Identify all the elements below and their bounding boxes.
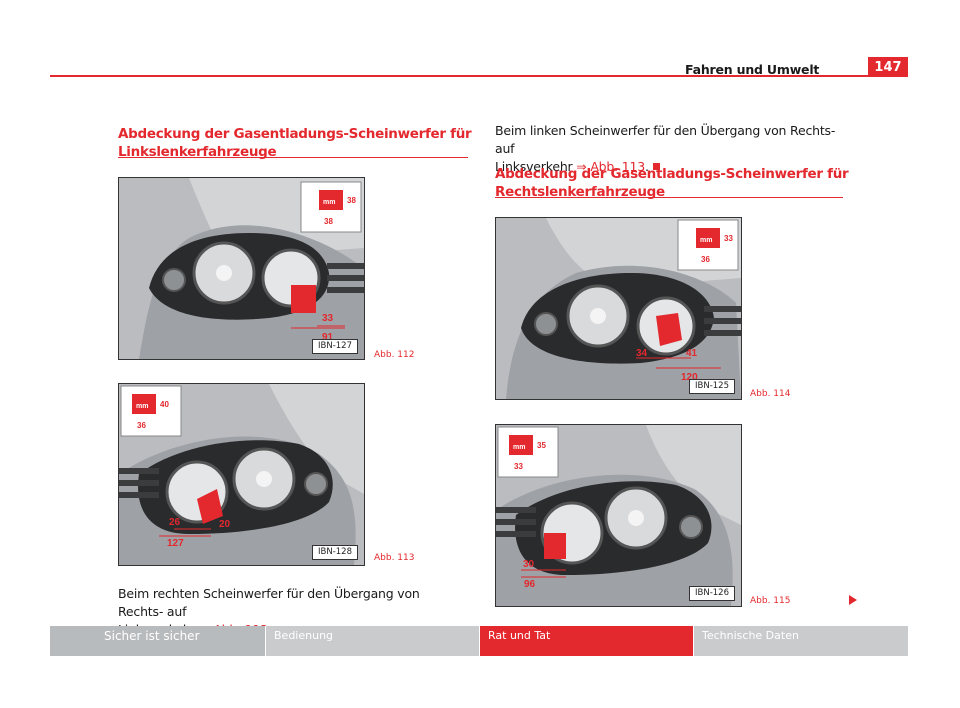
unit-label: mm xyxy=(513,444,525,451)
footer-tab-technische-daten[interactable]: Technische Daten xyxy=(694,626,908,656)
figure-caption: Abb. 115 xyxy=(750,596,791,606)
footer-tab-sicher[interactable]: Sicher ist sicher xyxy=(50,626,266,656)
unit-label: mm xyxy=(700,237,712,244)
end-marker-icon xyxy=(652,163,660,170)
figure-code: IBN-126 xyxy=(689,586,735,601)
figure-114: 34 41 120 mm 33 36 IBN-125 xyxy=(495,217,742,400)
dim-label: 20 xyxy=(219,519,231,530)
dim-label: 26 xyxy=(169,517,181,528)
section-title: Fahren und Umwelt xyxy=(685,62,820,77)
square-width: 33 xyxy=(514,462,523,471)
square-width: 38 xyxy=(324,217,333,226)
dim-label: 91 xyxy=(322,332,334,343)
heading-rechtslenker: Abdeckung der Gasentladungs-Scheinwerfer… xyxy=(495,166,849,200)
header-rule xyxy=(50,75,908,77)
dim-label: 120 xyxy=(681,372,698,383)
heading-rule-right xyxy=(495,197,843,198)
figure-caption: Abb. 113 xyxy=(374,553,415,563)
figure-115: 30 96 mm 35 33 IBN-126 xyxy=(495,424,742,607)
square-height: 33 xyxy=(724,234,733,243)
figure-code: IBN-127 xyxy=(312,339,358,354)
square-height: 35 xyxy=(537,441,546,450)
dim-label: 33 xyxy=(322,313,334,324)
paragraph-linker-scheinwerfer: Beim linken Scheinwerfer für den Übergan… xyxy=(495,123,836,174)
heading-linkslenker: Abdeckung der Gasentladungs-Scheinwerfer… xyxy=(118,126,472,160)
figure-code: IBN-125 xyxy=(689,379,735,394)
dim-label: 96 xyxy=(524,579,536,590)
arrow-icon: ⇒ xyxy=(576,159,587,174)
footer-tab-rat-und-tat[interactable]: Rat und Tat xyxy=(480,626,694,656)
link-abb-113[interactable]: Abb. 113 xyxy=(590,159,645,174)
dim-label: 30 xyxy=(523,559,535,570)
square-width: 36 xyxy=(701,255,710,264)
figure-113: 26 20 127 mm 40 36 IBN-128 xyxy=(118,383,365,566)
unit-label: mm xyxy=(323,199,335,206)
square-width: 36 xyxy=(137,421,146,430)
figure-caption: Abb. 112 xyxy=(374,350,415,360)
next-page-arrow-icon[interactable] xyxy=(849,595,857,605)
dim-label: 34 xyxy=(636,348,648,359)
footer-nav: Sicher ist sicher Bedienung Rat und Tat … xyxy=(50,626,908,656)
page-number: 147 xyxy=(868,57,908,77)
dim-label: 41 xyxy=(686,348,698,359)
dim-label: 127 xyxy=(167,538,184,549)
figure-caption: Abb. 114 xyxy=(750,389,791,399)
square-height: 38 xyxy=(347,196,356,205)
figure-112: 33 91 mm 38 38 IBN-127 xyxy=(118,177,365,360)
unit-label: mm xyxy=(136,403,148,410)
figure-code: IBN-128 xyxy=(312,545,358,560)
footer-tab-bedienung[interactable]: Bedienung xyxy=(266,626,480,656)
square-height: 40 xyxy=(160,400,169,409)
heading-rule-left xyxy=(118,157,468,158)
